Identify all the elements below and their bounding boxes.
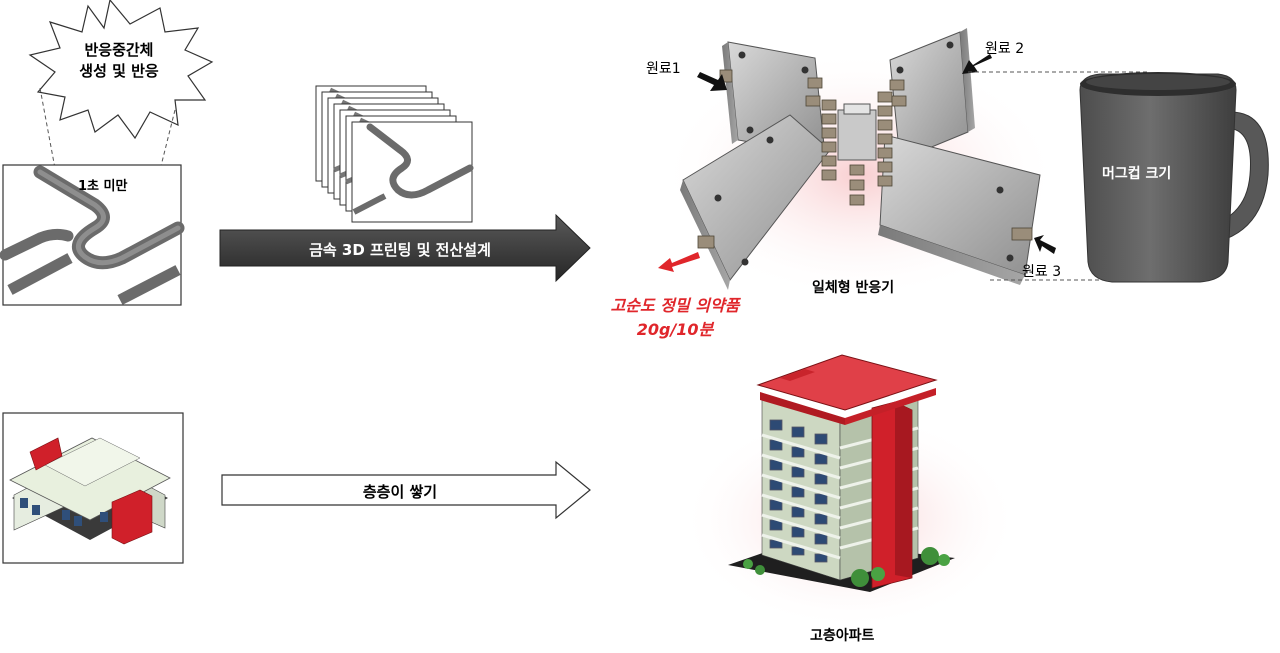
small-building-box [2, 412, 184, 564]
burst-line-1: 반응중간체 [84, 41, 154, 59]
feed-2-label: 원료 2 [985, 41, 1025, 57]
burst-line-2: 생성 및 반응 [79, 62, 159, 80]
mug-illustration [1079, 72, 1269, 283]
printing-arrow-label: 금속 3D 프린팅 및 전산설계 [309, 241, 491, 259]
apartment-caption: 고층아파트 [810, 628, 875, 644]
output-label: 고순도 정밀 의약품 20g/10분 [585, 294, 765, 342]
channel-box [0, 164, 185, 306]
stacking-arrow-label: 층층이 쌓기 [362, 483, 438, 501]
printing-arrow [219, 213, 591, 283]
time-label: 1초 미만 [78, 179, 128, 194]
reactor-caption: 일체형 반응기 [812, 280, 895, 296]
output-line-2: 20g/10분 [636, 320, 714, 339]
layer-stack [315, 85, 474, 223]
feed-3-label: 원료 3 [1022, 264, 1062, 280]
apartment-tower [728, 354, 955, 592]
feed-1-label: 원료1 [646, 61, 681, 77]
reactor-assembly [658, 28, 1150, 290]
burst-shape [28, 0, 214, 140]
output-line-1: 고순도 정밀 의약품 [610, 296, 740, 315]
mug-size-label: 머그컵 크기 [1102, 166, 1172, 182]
stacking-arrow [221, 460, 591, 520]
burst-label: 반응중간체 생성 및 반응 [64, 40, 174, 82]
